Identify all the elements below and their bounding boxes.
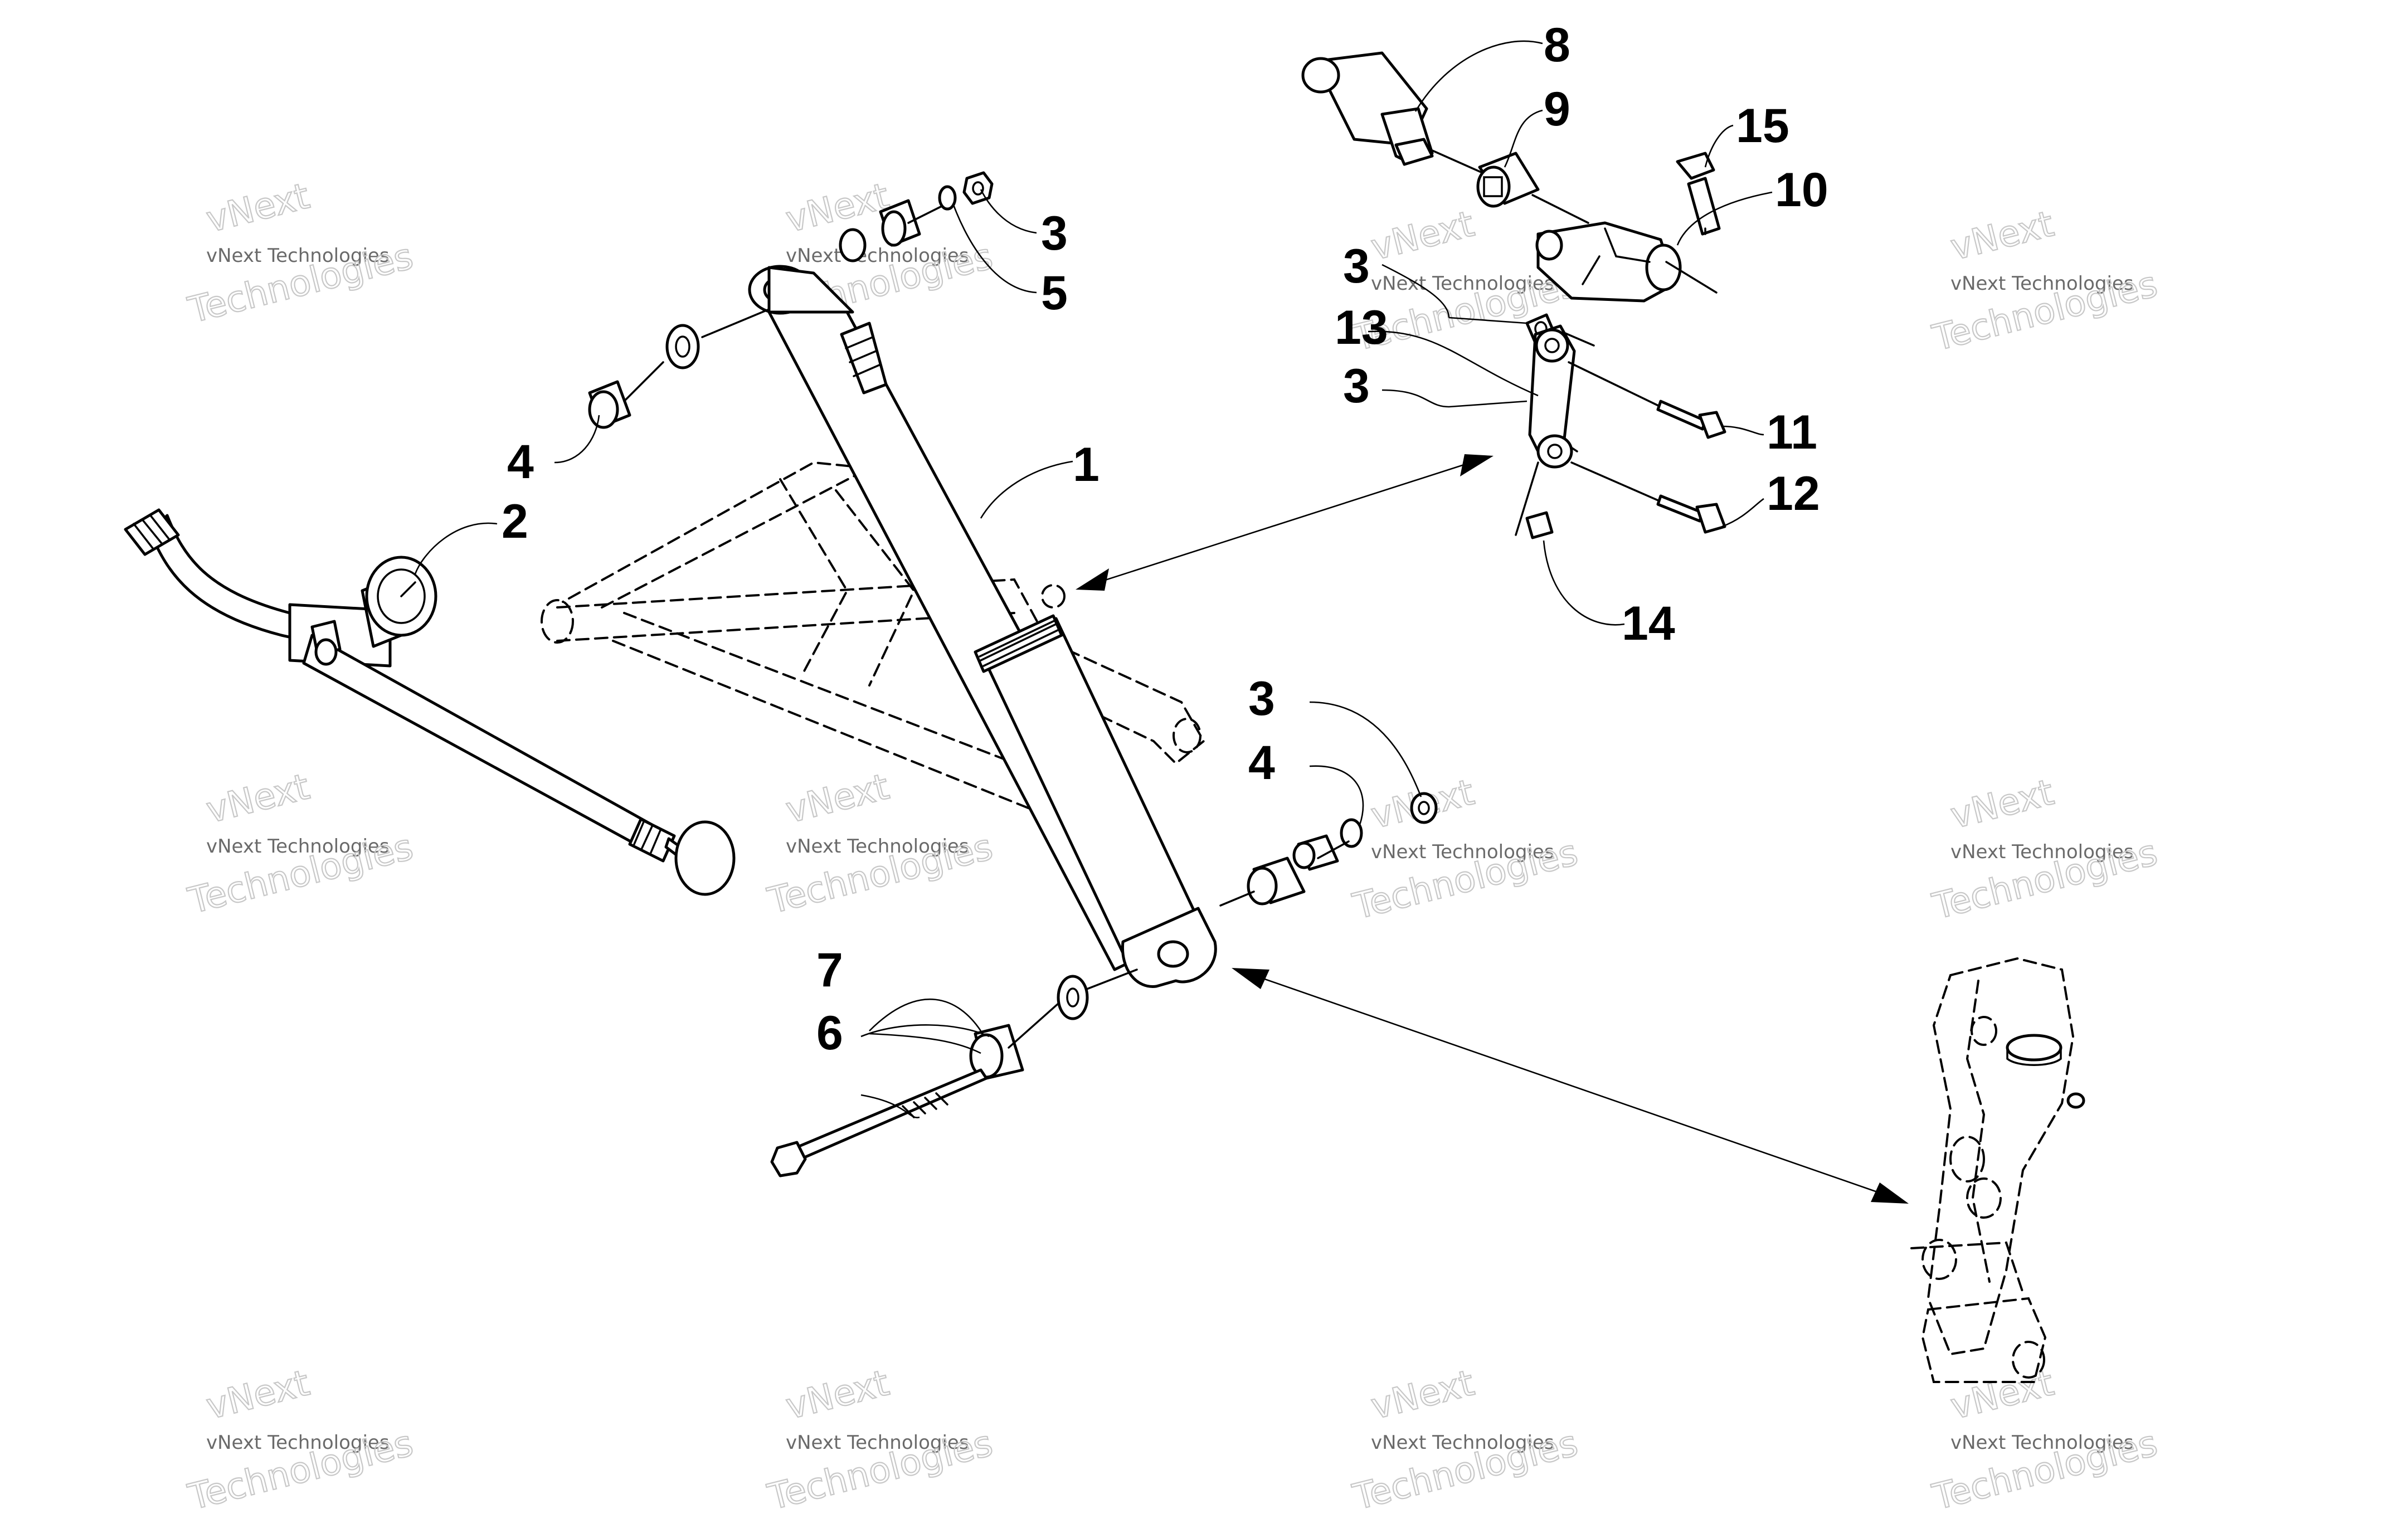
watermark: vNext vNext Technologies Technologies — [184, 175, 418, 332]
callout-9: 9 — [1544, 82, 1570, 136]
watermark: vNext vNext Technologies Technologies — [1928, 1362, 2162, 1519]
callout-5: 5 — [1041, 266, 1068, 320]
watermark-text: vNext Technologies — [786, 835, 969, 858]
arrowhead — [1871, 1182, 1909, 1204]
relation-arrows — [1076, 454, 1909, 1204]
watermark-mark: vNext — [202, 766, 313, 831]
callout-10: 10 — [1775, 163, 1828, 217]
watermark-mark: vNext — [1367, 1362, 1478, 1428]
watermark-text: vNext Technologies — [1950, 272, 2134, 295]
watermark: vNext vNext Technologies Technologies — [763, 766, 998, 923]
watermark: vNext vNext Technologies Technologies — [1349, 1362, 1583, 1519]
callout-6: 6 — [816, 1006, 843, 1060]
watermark-text: vNext Technologies — [206, 245, 390, 267]
arrowhead — [1460, 454, 1494, 476]
watermark-mark: vNext — [1947, 772, 2057, 837]
watermark-text: vNext Technologies — [1371, 1432, 1554, 1454]
watermark-mark: vNext — [1947, 1362, 2057, 1428]
watermark-layer: vNext vNext Technologies Technologies vN… — [184, 175, 2162, 1519]
watermark-mark: vNext — [202, 1362, 313, 1428]
callout-3-linkage-bottom: 3 — [1343, 359, 1370, 413]
watermark-mark: vNext — [782, 766, 893, 831]
callout-3-lower-shock: 3 — [1248, 672, 1275, 726]
callout-11: 11 — [1767, 406, 1817, 459]
watermark-text: vNext Technologies — [206, 835, 390, 858]
spindle-reference-outline — [1910, 957, 2085, 1383]
callout-3-upper-shock: 3 — [1041, 207, 1068, 260]
callout-3-linkage-top: 3 — [1343, 240, 1370, 293]
callout-7: 7 — [816, 943, 843, 997]
watermark-mark: vNext — [782, 1362, 893, 1428]
lower-mount-hardware — [770, 792, 1438, 1177]
callout-2: 2 — [502, 495, 528, 548]
watermark-text: vNext Technologies — [1950, 841, 2134, 863]
callout-8: 8 — [1544, 18, 1570, 72]
watermark: vNext vNext Technologies Technologies — [1349, 771, 1583, 928]
watermark: vNext vNext Technologies Technologies — [184, 766, 418, 923]
watermark-text: vNext Technologies — [1950, 1432, 2134, 1454]
watermark-text: vNext Technologies — [1371, 272, 1554, 295]
watermark-text: vNext Technologies — [1371, 841, 1554, 863]
callout-labels: 1 2 3 3 3 3 4 4 5 6 7 8 9 10 11 12 13 14… — [502, 18, 1828, 1060]
watermark: vNext vNext Technologies Technologies — [763, 1362, 998, 1519]
watermark-text: vNext Technologies — [786, 245, 969, 267]
callout-12: 12 — [1767, 467, 1820, 520]
callout-4-upper: 4 — [507, 435, 534, 489]
callout-13: 13 — [1335, 301, 1388, 354]
watermark: vNext vNext Technologies Technologies — [1928, 203, 2162, 360]
watermark: vNext vNext Technologies Technologies — [184, 1362, 418, 1519]
watermark-text: vNext Technologies — [206, 1432, 390, 1454]
arrowhead — [1076, 568, 1109, 591]
upper-mount-hardware — [588, 171, 994, 429]
arrowhead — [1232, 968, 1269, 989]
callout-1: 1 — [1073, 438, 1100, 491]
shock-absorber — [748, 265, 1217, 988]
upper-linkage-assembly — [1301, 51, 1726, 539]
watermark-text: vNext Technologies — [786, 1432, 969, 1454]
callout-14: 14 — [1622, 597, 1675, 650]
callout-leader-lines — [414, 40, 1773, 1118]
callout-15: 15 — [1736, 99, 1789, 153]
watermark-mark: vNext — [1947, 203, 2057, 269]
watermark: vNext vNext Technologies Technologies — [1928, 771, 2162, 928]
shock-pump-with-gauge — [124, 508, 736, 896]
watermark-mark: vNext — [202, 176, 313, 241]
watermark-mark: vNext — [782, 176, 893, 241]
watermark-mark: vNext — [1367, 203, 1478, 269]
callout-4-lower: 4 — [1248, 736, 1275, 790]
